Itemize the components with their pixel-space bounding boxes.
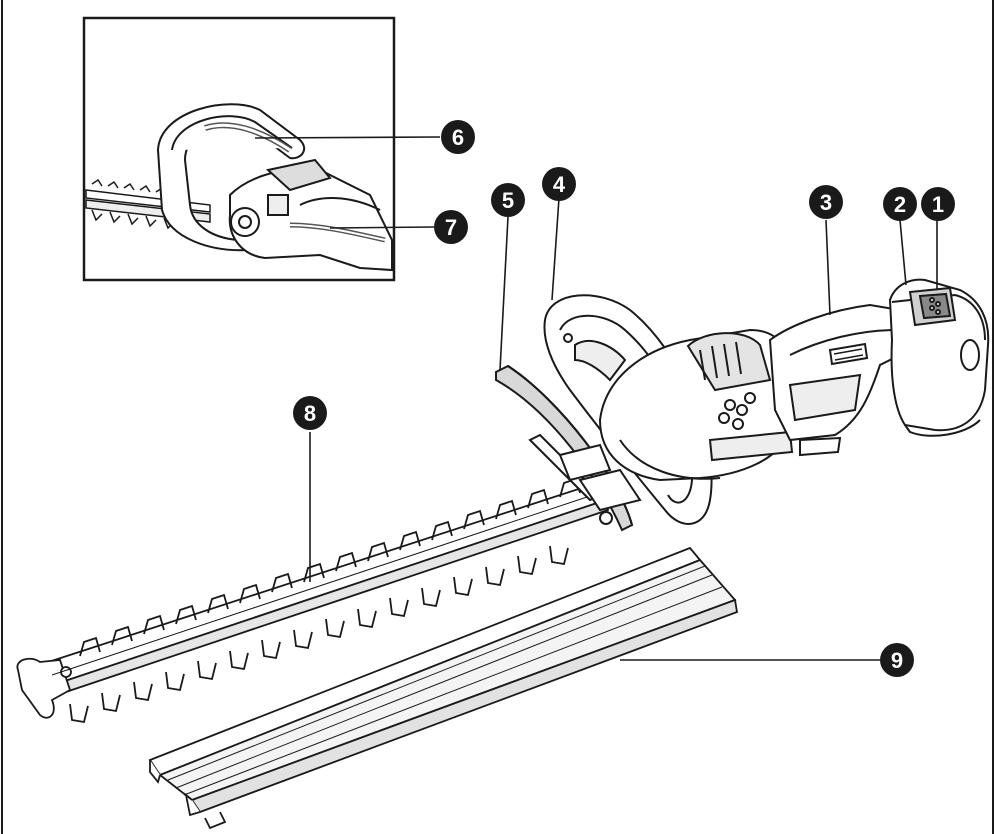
svg-text:1: 1 (932, 192, 944, 217)
svg-text:5: 5 (502, 188, 514, 213)
callout-6: 6 (441, 120, 475, 154)
rear-handle (768, 303, 913, 457)
svg-text:3: 3 (820, 190, 832, 215)
blade-cover (148, 546, 739, 830)
vent-icon (718, 392, 756, 430)
battery-indicator-icon (929, 297, 941, 315)
svg-text:4: 4 (553, 172, 566, 197)
callout-5: 5 (491, 183, 525, 217)
svg-text:6: 6 (452, 125, 464, 150)
svg-text:7: 7 (445, 215, 457, 240)
callout-7: 7 (434, 210, 468, 244)
callout-1: 1 (921, 187, 955, 221)
cutting-blade (16, 477, 610, 724)
callout-8: 8 (293, 396, 327, 430)
svg-text:9: 9 (891, 648, 903, 673)
callout-2: 2 (883, 187, 917, 221)
callout-9: 9 (880, 643, 914, 677)
svg-text:2: 2 (894, 192, 906, 217)
svg-text:8: 8 (304, 401, 316, 426)
battery-pack (888, 278, 990, 437)
leader-lines (254, 136, 938, 661)
inset-detail-view (82, 16, 396, 282)
callout-3: 3 (809, 185, 843, 219)
callout-4: 4 (542, 167, 576, 201)
